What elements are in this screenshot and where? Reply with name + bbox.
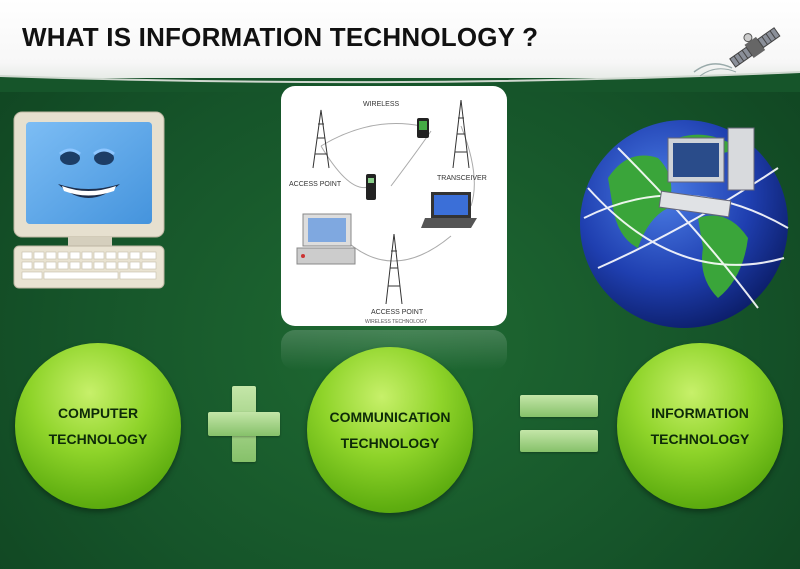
globe-desktop-icon bbox=[658, 127, 755, 218]
circle-label-line2: TECHNOLOGY bbox=[650, 431, 750, 447]
tower-bottom-icon bbox=[385, 233, 403, 305]
header-bar: WHAT IS INFORMATION TECHNOLOGY ? bbox=[0, 0, 800, 78]
circle-label-line2: TECHNOLOGY bbox=[48, 431, 148, 447]
equals-sign-bottom-bar bbox=[520, 430, 598, 452]
wireless-diagram: WIRELESS ACCESS POINT TRANSCEIVER ACCESS… bbox=[289, 99, 487, 325]
circle-label-line1: COMPUTER bbox=[57, 405, 139, 421]
diagram-label-access-point-bottom: ACCESS POINT bbox=[371, 309, 424, 316]
globe-computer-icon bbox=[580, 120, 789, 328]
header-swoosh bbox=[0, 71, 800, 92]
communication-technology-circle: COMMUNICATION TECHNOLOGY bbox=[307, 347, 473, 513]
tower-left-icon bbox=[312, 109, 330, 169]
plus-sign-horizontal bbox=[208, 412, 280, 436]
computer-technology-circle: COMPUTER TECHNOLOGY bbox=[15, 343, 181, 509]
circle-label-line1: COMMUNICATION bbox=[329, 409, 451, 425]
desktop-computer-icon bbox=[296, 213, 356, 265]
information-technology-circle: INFORMATION TECHNOLOGY bbox=[617, 343, 783, 509]
diagram-label-transceiver: TRANSCEIVER bbox=[437, 175, 487, 182]
phone-icon bbox=[366, 174, 376, 200]
page-title: WHAT IS INFORMATION TECHNOLOGY ? bbox=[22, 22, 539, 52]
laptop-icon bbox=[421, 192, 477, 228]
circle-label-line2: TECHNOLOGY bbox=[340, 435, 440, 451]
tower-right-icon bbox=[452, 99, 470, 169]
diagram-label-access-point-left: ACCESS POINT bbox=[289, 181, 342, 188]
equals-sign-top-bar bbox=[520, 395, 598, 417]
smiling-computer-icon bbox=[13, 111, 165, 289]
circle-label-line1: INFORMATION bbox=[651, 405, 749, 421]
wireless-diagram-card: WIRELESS ACCESS POINT TRANSCEIVER ACCESS… bbox=[281, 86, 507, 326]
satellite-icon bbox=[693, 27, 781, 77]
diagram-caption: WIRELESS TECHNOLOGY bbox=[365, 319, 428, 325]
diagram-label-wireless: WIRELESS bbox=[363, 101, 400, 108]
